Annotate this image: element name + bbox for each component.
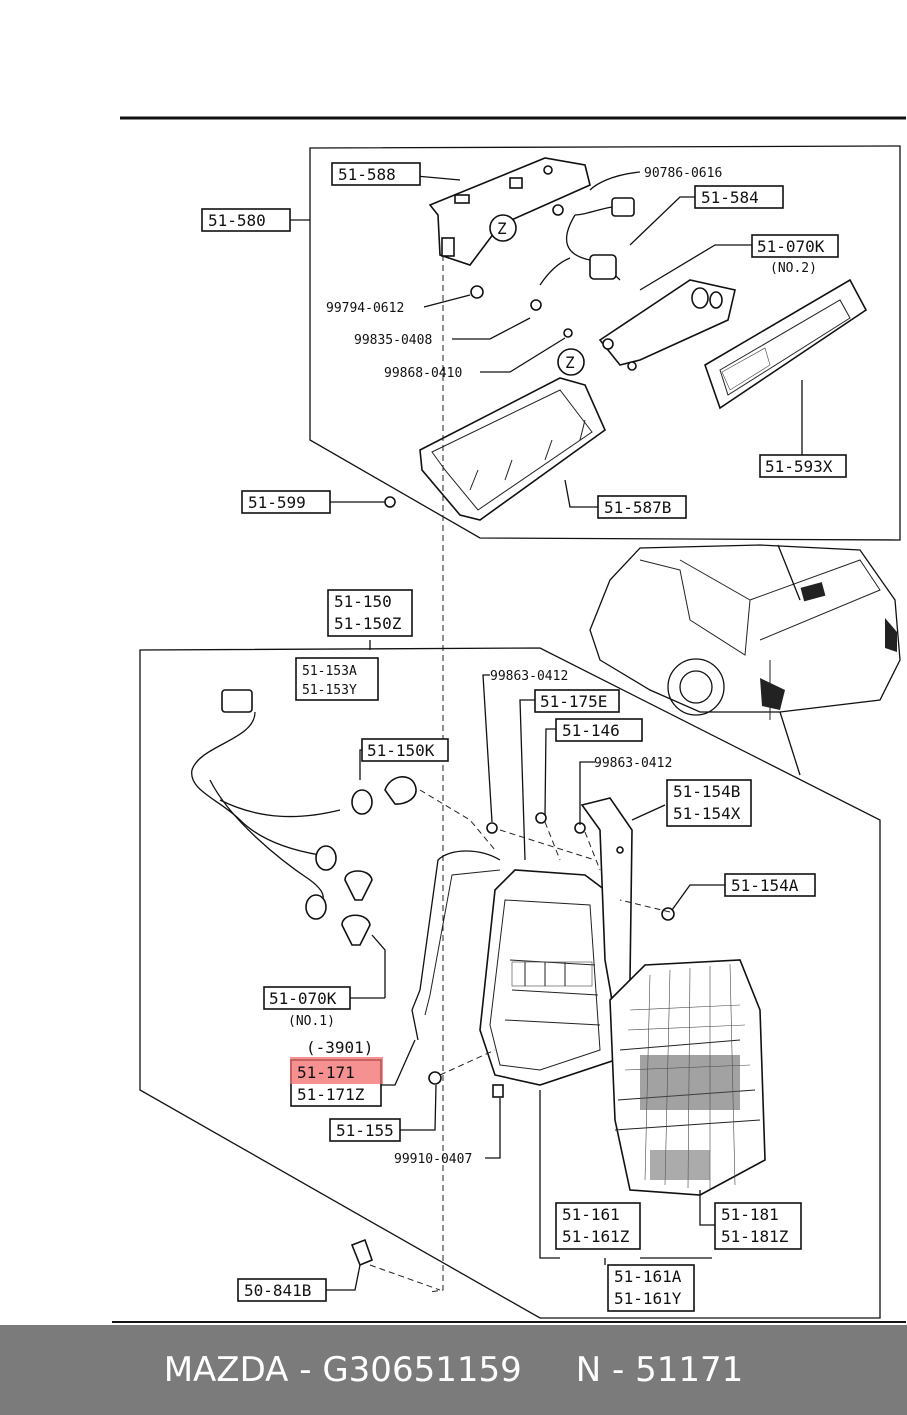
label-51-070k-top: 51-070K (NO.2) [751,234,839,276]
label-51-146: 51-146 [555,718,643,742]
label-99863-0412-b: 99863-0412 [594,756,672,771]
svg-text:51-150: 51-150 [334,592,392,611]
label-serial-range: (-3901) [306,1038,373,1057]
svg-text:51-161: 51-161 [562,1205,620,1224]
label-51-181: 51-181 51-181Z [714,1202,802,1250]
svg-text:51-599: 51-599 [248,493,306,512]
svg-text:51-588: 51-588 [338,165,396,184]
svg-text:99863-0412: 99863-0412 [490,669,568,684]
label-51-175e: 51-175E [534,689,620,713]
svg-text:51-171: 51-171 [297,1063,355,1082]
svg-text:(NO.2): (NO.2) [770,261,817,276]
svg-text:(-3901): (-3901) [306,1038,373,1057]
svg-text:51-146: 51-146 [562,721,620,740]
label-51-150k: 51-150K [361,738,449,762]
svg-text:99868-0410: 99868-0410 [384,366,462,381]
label-99868-0410: 99868-0410 [384,366,462,381]
part-number-text: G30651159 [322,1350,522,1390]
label-51-070k-bottom: 51-070K (NO.1) [263,986,351,1029]
fasteners-upper [384,204,573,508]
label-50-841b: 50-841B [237,1278,327,1302]
svg-text:51-181Z: 51-181Z [721,1227,789,1246]
svg-text:99910-0407: 99910-0407 [394,1152,472,1167]
lower-assembly-frame [139,647,881,1319]
svg-text:51-584: 51-584 [701,188,759,207]
label-51-161: 51-161 51-161Z [555,1202,641,1250]
svg-text:Z: Z [497,219,507,238]
svg-text:51-181: 51-181 [721,1205,779,1224]
housing-51-150-part [479,869,616,1086]
label-99910-0407: 99910-0407 [394,1152,472,1167]
parts-diagram: Z Z 51-588 90786-0616 51-584 51-580 51-0… [112,116,906,1323]
harness-51-584-part [539,197,635,286]
svg-text:50-841B: 50-841B [244,1281,311,1300]
svg-text:51-070K: 51-070K [269,989,337,1008]
upper-assembly-frame [309,145,901,541]
label-51-593x: 51-593X [759,454,847,478]
vehicle-silhouette [589,544,901,776]
label-51-154a: 51-154A [724,873,816,897]
svg-text:99835-0408: 99835-0408 [354,333,432,348]
svg-text:51-175E: 51-175E [540,692,607,711]
label-51-153a: 51-153A 51-153Y [295,657,379,701]
svg-text:51-153A: 51-153A [302,664,357,679]
label-51-584: 51-584 [694,185,784,209]
label-51-599: 51-599 [241,490,331,514]
label-51-587b: 51-587B [597,495,687,519]
bracket-51-588-part [428,157,591,266]
svg-text:51-154B: 51-154B [673,782,740,801]
lens-51-593x-part [704,278,868,410]
label-51-161a: 51-161A 51-161Y [607,1264,695,1312]
svg-text:51-171Z: 51-171Z [297,1085,365,1104]
label-51-155: 51-155 [329,1118,401,1142]
footer-caption: MAZDA - G30651159 N - 51171 [0,1325,907,1415]
lens-51-161-part [609,959,766,1196]
bulb-51-150k-part [384,776,417,805]
svg-text:51-587B: 51-587B [604,498,671,517]
brand-text: MAZDA [163,1350,289,1390]
svg-text:90786-0616: 90786-0616 [644,166,722,181]
svg-text:51-155: 51-155 [336,1121,394,1140]
label-51-150: 51-150 51-150Z [327,589,413,637]
svg-text:51-161Y: 51-161Y [614,1289,682,1308]
svg-text:99794-0612: 99794-0612 [326,301,404,316]
svg-text:51-070K: 51-070K [757,237,825,256]
svg-text:51-161Z: 51-161Z [562,1227,630,1246]
label-51-154b: 51-154B 51-154X [666,779,752,827]
ref-prefix-text: N [575,1350,602,1390]
svg-text:(NO.1): (NO.1) [288,1014,335,1029]
ref-number-text: 51171 [635,1350,744,1390]
label-51-580: 51-580 [201,208,291,232]
z-marker-2: Z [557,348,585,376]
svg-text:51-593X: 51-593X [765,457,833,476]
label-51-588: 51-588 [331,162,421,186]
highlight-51-171 [290,1057,383,1084]
stop-lamp-body-part [598,279,736,371]
label-99835-0408: 99835-0408 [354,333,432,348]
svg-text:51-161A: 51-161A [614,1267,682,1286]
label-90786-0616: 90786-0616 [644,166,722,181]
svg-text:99863-0412: 99863-0412 [594,756,672,771]
svg-text:Z: Z [565,353,575,372]
label-99863-0412-a: 99863-0412 [490,669,568,684]
svg-text:51-150K: 51-150K [367,741,435,760]
reference-dash-line [429,255,444,1293]
svg-text:51-580: 51-580 [208,211,266,230]
bulbs-51-070k-part [341,870,373,946]
svg-text:51-154A: 51-154A [731,876,799,895]
label-99794-0612: 99794-0612 [326,301,404,316]
svg-text:51-150Z: 51-150Z [334,614,402,633]
gasket-51-171-part [411,850,501,1041]
cover-51-587b-part [419,377,606,521]
svg-text:51-153Y: 51-153Y [302,683,357,698]
z-marker-1: Z [489,214,517,242]
label-51-171: 51-171 51-171Z [290,1057,383,1107]
svg-text:51-154X: 51-154X [673,804,741,823]
harness-51-153a-part [191,689,373,920]
